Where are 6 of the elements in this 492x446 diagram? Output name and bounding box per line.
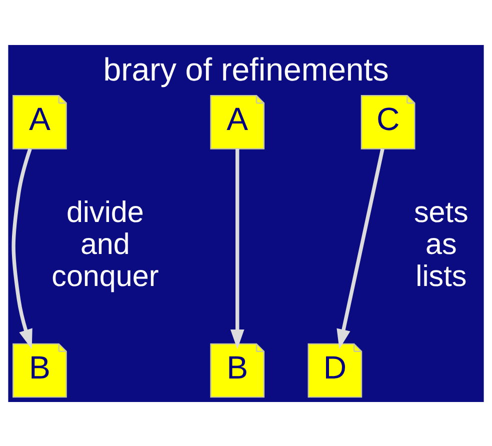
arrow <box>12 148 32 349</box>
label: divide and conquer <box>52 195 159 293</box>
diagram-title: brary of refinements <box>103 51 389 88</box>
arrow <box>230 148 244 349</box>
arrow <box>336 148 384 349</box>
label: sets as lists <box>414 195 468 293</box>
